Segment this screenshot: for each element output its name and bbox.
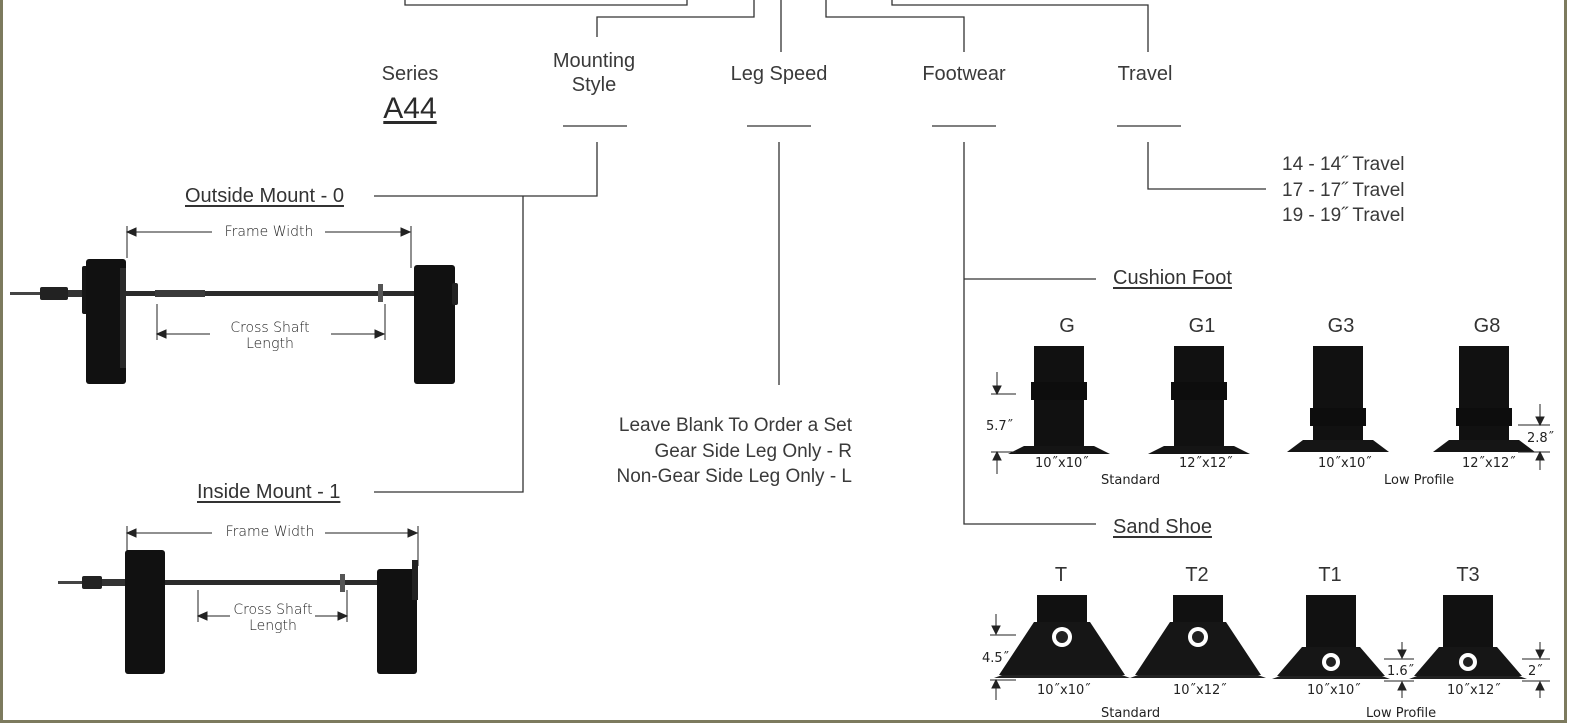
- shoe-code: T2: [1185, 564, 1209, 586]
- shoe-t1: [1272, 595, 1390, 679]
- foot-size: 12˝x12˝: [1462, 456, 1516, 471]
- mounting-branch-inside: [374, 196, 524, 493]
- mounting-style-line1: Mounting: [552, 50, 636, 72]
- leg-speed-options: Leave Blank To Order a Set Gear Side Leg…: [616, 413, 852, 490]
- shoe-t2: [1130, 595, 1266, 678]
- series-value-text: A44: [383, 92, 437, 125]
- foot-g: [1008, 346, 1110, 454]
- shoe-size: 10˝x12˝: [1173, 683, 1227, 698]
- cross-shaft-line2: Length: [246, 336, 294, 352]
- mounting-branch-outside: [374, 142, 598, 197]
- foot-code: G8: [1473, 315, 1501, 337]
- mounting-style-header: Mounting Style: [534, 49, 654, 97]
- cushion-foot-drawings: [991, 346, 1550, 474]
- cross-shaft-label-inside: Cross Shaft Length: [218, 602, 328, 634]
- cushion-height-standard: 5.7˝: [986, 419, 1014, 434]
- foot-g3: [1287, 346, 1389, 452]
- sand-height-standard: 4.5˝: [982, 651, 1010, 666]
- frame-width-label-outside: Frame Width: [224, 224, 314, 240]
- leg-speed-option: Non-Gear Side Leg Only - L: [616, 466, 852, 487]
- shoe-size: 10˝x12˝: [1447, 683, 1501, 698]
- sand-shoe-drawings: [990, 595, 1550, 700]
- inside-mount-drawing: [58, 526, 419, 674]
- cushion-standard-label: Standard: [1101, 473, 1161, 488]
- travel-header: Travel: [1117, 63, 1173, 85]
- foot-size: 10˝x10˝: [1035, 456, 1089, 471]
- shoe-size: 10˝x10˝: [1037, 683, 1091, 698]
- outside-mount-drawing: [10, 226, 458, 384]
- series-header: Series: [381, 63, 439, 85]
- travel-option: 19 - 19˝ Travel: [1282, 205, 1405, 226]
- cross-shaft-line1: Cross Shaft: [230, 320, 310, 336]
- cushion-low-profile-label: Low Profile: [1384, 473, 1455, 488]
- shoe-t: [994, 595, 1130, 678]
- connector-travel: [891, 0, 1149, 52]
- sand-low-profile-label: Low Profile: [1366, 706, 1437, 721]
- outside-mount-label: Outside Mount - 0: [185, 185, 344, 207]
- cushion-height-low: 2.8˝: [1527, 431, 1555, 446]
- footwear-branch: [963, 142, 1096, 525]
- leg-speed-option: Leave Blank To Order a Set: [618, 415, 852, 436]
- sand-standard-label: Standard: [1101, 706, 1161, 721]
- travel-branch: [1147, 142, 1266, 190]
- sand-height-t1: 1.6˝: [1387, 664, 1415, 679]
- footwear-header: Footwear: [922, 63, 1006, 85]
- sand-shoe-title: Sand Shoe: [1113, 516, 1212, 538]
- connector-mounting: [596, 0, 755, 37]
- cross-shaft-label-outside: Cross Shaft Length: [215, 320, 325, 352]
- shoe-size: 10˝x10˝: [1307, 683, 1361, 698]
- inside-mount-label: Inside Mount - 1: [197, 481, 341, 503]
- leg-speed-header: Leg Speed: [730, 63, 828, 85]
- connector-series: [404, 0, 688, 6]
- leg-speed-option: Gear Side Leg Only - R: [654, 440, 852, 462]
- mounting-style-line2: Style: [571, 74, 617, 96]
- foot-code: G: [1059, 315, 1075, 337]
- cross-shaft-line1: Cross Shaft: [233, 602, 313, 618]
- shoe-code: T: [1054, 564, 1068, 586]
- shoe-code: T3: [1456, 564, 1480, 586]
- travel-options: 14 - 14˝ Travel 17 - 17˝ Travel 19 - 19˝…: [1282, 152, 1405, 229]
- foot-code: G1: [1188, 315, 1216, 337]
- cushion-foot-title: Cushion Foot: [1113, 267, 1232, 289]
- shoe-t3: [1409, 595, 1527, 679]
- travel-option: 14 - 14˝ Travel: [1282, 154, 1405, 175]
- frame-width-label-inside: Frame Width: [225, 524, 315, 540]
- foot-g1: [1148, 346, 1250, 454]
- series-value: A44: [378, 92, 442, 126]
- foot-size: 10˝x10˝: [1318, 456, 1372, 471]
- foot-code: G3: [1327, 315, 1355, 337]
- foot-g8: [1433, 346, 1535, 452]
- travel-option: 17 - 17˝ Travel: [1282, 179, 1405, 201]
- shoe-code: T1: [1318, 564, 1342, 586]
- sand-height-t3: 2˝: [1528, 664, 1543, 679]
- connector-footwear: [825, 0, 965, 52]
- cross-shaft-line2: Length: [249, 618, 297, 634]
- foot-size: 12˝x12˝: [1179, 456, 1233, 471]
